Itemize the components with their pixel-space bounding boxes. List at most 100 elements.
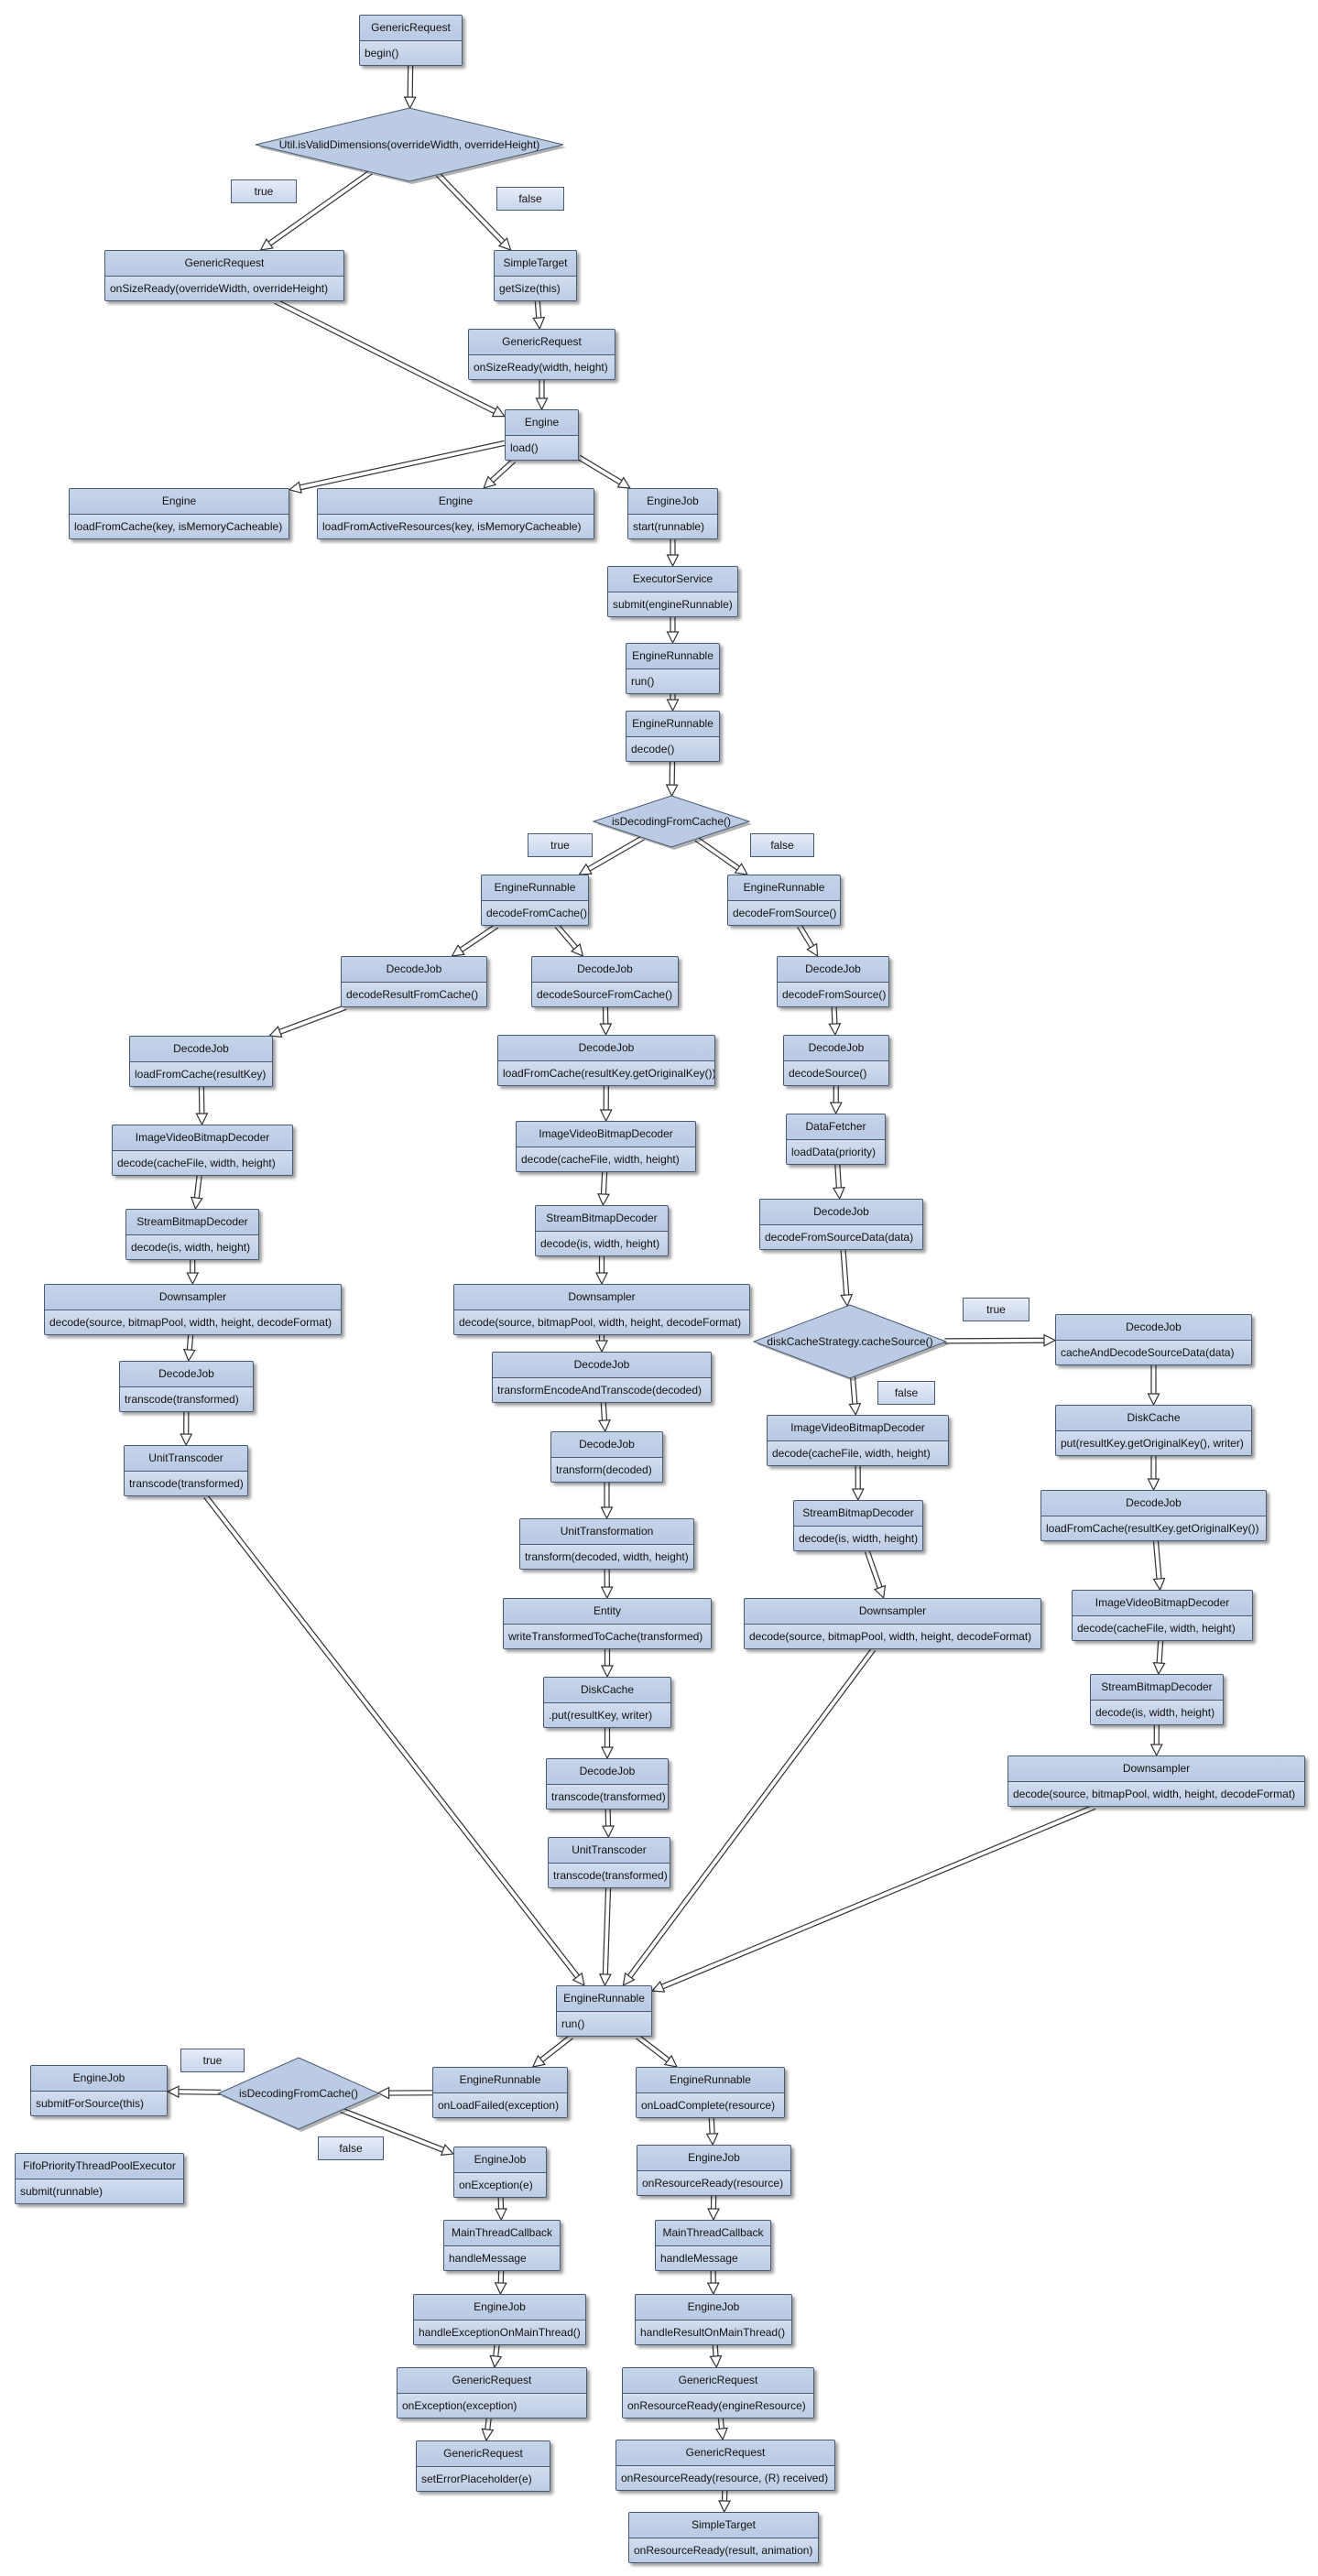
node-class-name: DecodeJob — [760, 1200, 922, 1225]
node-method: decodeFromSourceData(data) — [760, 1225, 922, 1249]
node-method: decode(source, bitmapPool, width, height… — [745, 1625, 1040, 1648]
node-method: decode(is, width, height) — [1091, 1701, 1223, 1724]
node-method: put(resultKey.getOriginalKey(), writer) — [1056, 1431, 1251, 1455]
branch-label-true: true — [180, 2049, 245, 2072]
node-class-name: EngineRunnable — [482, 875, 588, 901]
decision-condition: Util.isValidDimensions(overrideWidth, ov… — [278, 138, 540, 151]
node-method: handleExceptionOnMainThread() — [414, 2321, 585, 2344]
node-method: submit(runnable) — [16, 2179, 183, 2203]
node-method: transform(decoded) — [551, 1458, 662, 1482]
branch-label-false: false — [877, 1381, 935, 1405]
flow-edge-d2-n12 — [578, 835, 645, 875]
node-class-name: ImageVideoBitmapDecoder — [768, 1416, 948, 1441]
flow-edge-n53-n55 — [494, 2270, 507, 2296]
decision-condition: isDecodingFromCache() — [238, 2087, 359, 2100]
node-method: decode(source, bitmapPool, width, height… — [454, 1310, 749, 1334]
node-method: onSizeReady(width, height) — [469, 355, 615, 379]
decision-diamond-d4 — [217, 2057, 382, 2132]
node-class-name: EngineJob — [31, 2066, 167, 2092]
node-method: .put(resultKey, writer) — [544, 1703, 670, 1727]
flow-edge-n25-d3 — [840, 1249, 854, 1308]
flow-edge-n16-n19 — [828, 1006, 842, 1037]
flow-edge-n49-n52 — [705, 2117, 719, 2147]
node-class-name: ExecutorService — [608, 567, 737, 592]
flow-edge-n51-n53 — [495, 2197, 507, 2222]
node-class-name: Engine — [70, 489, 289, 515]
node-class-name: Downsampler — [745, 1599, 1040, 1625]
node-method: decodeSourceFromCache() — [532, 983, 678, 1006]
decision-diamond-d1 — [255, 107, 566, 184]
flow-edge-n36-n39 — [1152, 1540, 1166, 1592]
node-class-name: UnitTranscoder — [549, 1838, 670, 1864]
node-class-name: StreamBitmapDecoder — [126, 1210, 258, 1235]
node-method: onResourceReady(resource, (R) received) — [616, 2466, 834, 2490]
node-method: loadFromCache(resultKey.getOriginalKey()… — [498, 1061, 714, 1085]
branch-label-false: false — [750, 833, 814, 857]
node-method: loadFromCache(key, isMemoryCacheable) — [70, 515, 289, 538]
node-method: onException(e) — [454, 2173, 546, 2197]
node-method: onSizeReady(overrideWidth, overrideHeigh… — [105, 277, 343, 300]
node-method: run() — [626, 669, 719, 693]
node-class-name: Downsampler — [45, 1285, 341, 1310]
flow-edge-n8-n9 — [666, 539, 680, 568]
flow-edge-n13-n16 — [797, 924, 819, 958]
node-method: loadData(priority) — [787, 1140, 885, 1164]
flow-edge-n40-n41 — [601, 1649, 614, 1679]
node-class-name: UnitTransformation — [520, 1519, 693, 1545]
node-method: decode(cacheFile, width, height) — [1073, 1616, 1252, 1640]
node-method: transcode(transformed) — [120, 1387, 253, 1411]
node-class-name: SimpleTarget — [629, 2513, 818, 2538]
flow-edge-n57-n59 — [481, 2418, 495, 2442]
flow-edge-d4-n47 — [166, 2085, 222, 2099]
node-class-name: DecodeJob — [551, 1432, 662, 1458]
node-class-name: Downsampler — [454, 1285, 749, 1310]
flow-edge-d3-n30 — [944, 1333, 1057, 1347]
flow-edge-n58-n60 — [714, 2418, 728, 2441]
node-method: onResourceReady(result, animation) — [629, 2538, 818, 2562]
flow-edge-n46-n48 — [531, 2034, 573, 2068]
decision-diamond-d2 — [592, 795, 752, 850]
node-class-name: ImageVideoBitmapDecoder — [1073, 1591, 1252, 1616]
node-method: onException(exception) — [398, 2394, 586, 2418]
node-class-name: EngineJob — [454, 2147, 546, 2173]
flow-edge-n34-n36 — [1147, 1456, 1160, 1492]
node-class-name: EngineRunnable — [728, 875, 840, 901]
flow-edge-n55-n57 — [489, 2344, 503, 2369]
flow-edge-n27-n29 — [595, 1335, 608, 1353]
decision-condition: isDecodingFromCache() — [611, 815, 732, 828]
flow-edge-n18-n21 — [599, 1085, 613, 1123]
node-class-name: DiskCache — [1056, 1406, 1251, 1431]
flow-edge-n21-n24 — [597, 1171, 610, 1207]
node-method: handleMessage — [656, 2246, 770, 2270]
node-class-name: GenericRequest — [616, 2440, 834, 2466]
flow-edge-n54-n56 — [706, 2270, 720, 2296]
node-method: handleResultOnMainThread() — [636, 2321, 791, 2344]
flow-edge-n48-d4 — [376, 2086, 433, 2100]
node-class-name: Entity — [504, 1599, 711, 1625]
flow-edge-d3-n33 — [848, 1376, 862, 1417]
node-method: decodeFromSource() — [728, 901, 840, 925]
node-method: transcode(transformed) — [547, 1785, 668, 1809]
node-class-name: EngineRunnable — [626, 644, 719, 669]
node-method: begin() — [360, 41, 462, 65]
flow-edge-n43-n45 — [602, 1809, 615, 1839]
